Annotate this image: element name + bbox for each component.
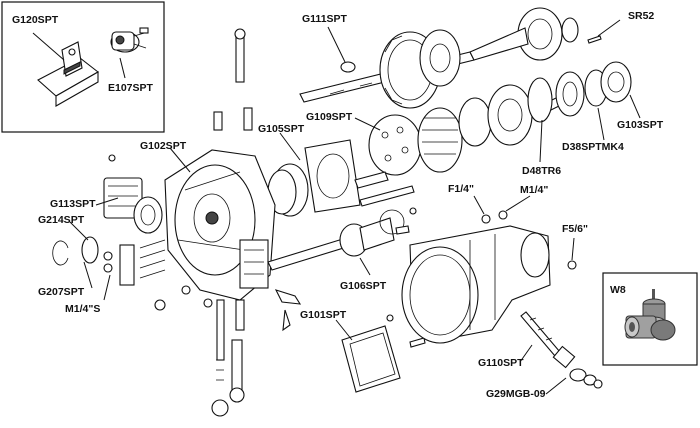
label-g105spt: G105SPT	[258, 123, 305, 135]
e107spt-switch	[110, 27, 149, 53]
label-g120spt: G120SPT	[12, 14, 59, 26]
w8-tool	[624, 289, 676, 341]
label-d38sptmk4: D38SPTMK4	[562, 141, 624, 153]
label-g113spt: G113SPT	[50, 198, 96, 210]
label-sr52: SR52	[628, 10, 654, 22]
label-g207spt: G207SPT	[38, 286, 85, 298]
label-m1-4s: M1/4"S	[65, 303, 100, 315]
label-g109spt: G109SPT	[306, 111, 353, 123]
label-g103spt: G103SPT	[617, 119, 664, 131]
label-g102spt: G102SPT	[140, 140, 187, 152]
rear-housing	[401, 225, 551, 344]
label-m1-4: M1/4"	[520, 184, 548, 196]
label-g111spt: G111SPT	[302, 13, 348, 25]
label-w8: W8	[610, 284, 626, 296]
label-g110spt: G110SPT	[478, 357, 524, 369]
inset-g120-e107: G120SPT E107SPT	[1, 1, 165, 133]
label-e107spt: E107SPT	[108, 82, 154, 94]
label-d48tr6: D48TR6	[522, 165, 561, 177]
front-housing	[164, 28, 302, 417]
inset-w8: W8	[602, 272, 698, 366]
fasteners	[409, 207, 577, 270]
label-g29mgb09: G29MGB-09	[486, 388, 546, 400]
g120spt-bracket	[37, 41, 99, 107]
speedo-drive	[520, 311, 603, 389]
label-f5-6: F5/6"	[562, 223, 588, 235]
bearing-set-right	[527, 61, 632, 123]
label-g106spt: G106SPT	[340, 280, 387, 292]
operating-shaft	[267, 209, 410, 271]
pump-spring-stack	[52, 154, 213, 311]
label-g101spt: G101SPT	[300, 309, 347, 321]
label-f1-4: F1/4"	[448, 183, 474, 195]
annulus-mainshaft	[299, 7, 602, 109]
sump-cover	[341, 314, 426, 393]
label-g214spt: G214SPT	[38, 214, 85, 226]
